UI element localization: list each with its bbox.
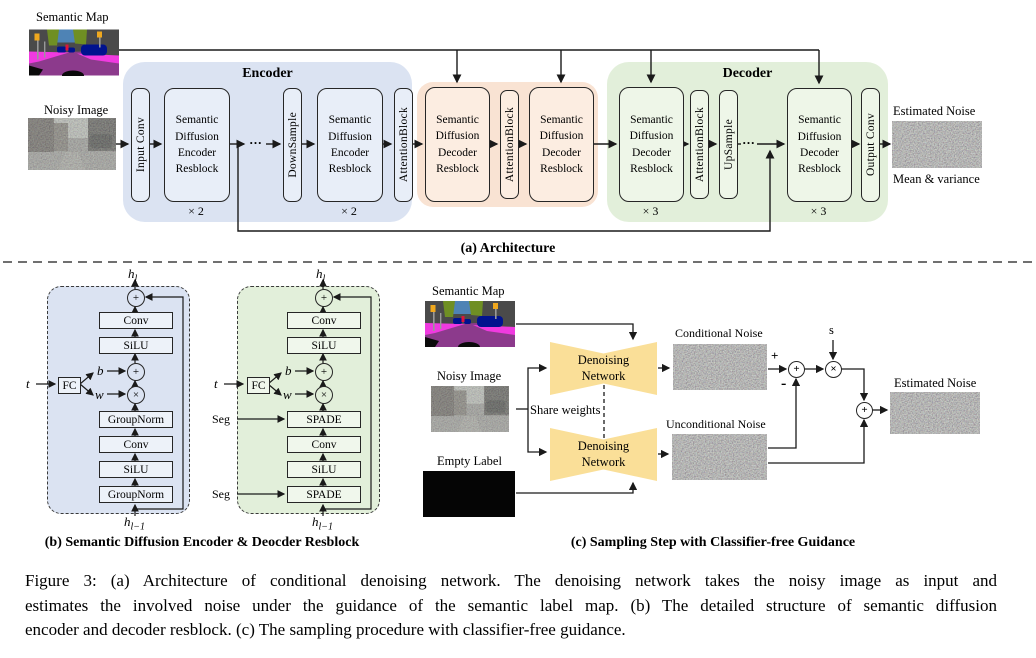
encoder-panel-conv-top: Conv (99, 312, 173, 329)
decoder-panel-conv-top: Conv (287, 312, 361, 329)
decoder-panel-skip-add-op: + (315, 289, 333, 307)
encoder-dots: ... (249, 132, 263, 147)
decoder-panel-seg-label-2: Seg (212, 487, 230, 501)
semantic-map-label-a: Semantic Map (36, 10, 109, 24)
decoder-panel-weight-label: w (283, 387, 292, 402)
caption-b: (b) Semantic Diffusion Encoder & Deocder… (44, 535, 360, 550)
mul-op: × (825, 361, 842, 378)
denoising-network-top-label: Denoising Network (577, 353, 630, 383)
encoder-resblock-2-mult: × 2 (341, 204, 357, 218)
encoder-panel-groupnorm-1: GroupNorm (99, 411, 173, 428)
unconditional-noise-label: Unconditional Noise (666, 417, 766, 431)
decoder-panel-weight-mul-op: × (315, 386, 333, 404)
encoder-title: Encoder (242, 66, 293, 81)
encoder-panel-silu-top: SiLU (99, 337, 173, 354)
decoder-panel-time-label: t (214, 376, 218, 391)
share-weights-label: Share weights (530, 403, 601, 417)
guidance-scale-label: s (829, 323, 834, 337)
encoder-panel-output-label: hl (128, 266, 138, 285)
decoder-panel-spade-1: SPADE (287, 411, 361, 428)
unconditional-noise-image (672, 434, 767, 480)
decoder-panel-silu-top: SiLU (287, 337, 361, 354)
encoder-panel-input-label: hl−1 (124, 514, 146, 533)
downsample-block: DownSample (283, 88, 302, 202)
encoder-panel-groupnorm-2: GroupNorm (99, 486, 173, 503)
decoder-panel-silu-bottom: SiLU (287, 461, 361, 478)
estimated-noise-image-c (890, 392, 980, 434)
estimated-noise-image-a (892, 121, 982, 168)
noisy-image-label-c: Noisy Image (437, 369, 502, 383)
encoder-panel-weight-label: w (95, 387, 104, 402)
figure-caption: Figure 3: (a) Architecture of conditiona… (25, 569, 997, 643)
caption-c: (c) Sampling Step with Classifier-free G… (570, 535, 856, 550)
middle-attention-block: AttentionBlock (500, 90, 519, 199)
minus-sign: - (781, 375, 787, 392)
encoder-resblock-2: Semantic Diffusion Encoder Resblock (317, 88, 383, 202)
semantic-map-label-c: Semantic Map (432, 284, 505, 298)
empty-label-image (423, 471, 515, 517)
decoder-resblock-2-mult: × 3 (810, 204, 827, 218)
encoder-panel-conv-bottom: Conv (99, 436, 173, 453)
estimated-noise-label-c: Estimated Noise (894, 376, 977, 390)
conditional-noise-label: Conditional Noise (675, 326, 763, 340)
decoder-title: Decoder (722, 66, 773, 81)
decoder-panel-conv-bottom: Conv (287, 436, 361, 453)
estimated-noise-label-a: Estimated Noise (893, 104, 976, 118)
noisy-image-c (425, 386, 515, 432)
encoder-panel-bias-label: b (97, 363, 104, 378)
caption-a: (a) Architecture (460, 241, 556, 256)
semantic-map-image-a (29, 29, 119, 76)
encoder-panel-fc-box: FC (58, 377, 81, 394)
decoder-panel-spade-2: SPADE (287, 486, 361, 503)
upsample-block: UpSample (719, 90, 738, 199)
decoder-resblock-1-mult: × 3 (642, 204, 659, 218)
decoder-panel-seg-label-1: Seg (212, 412, 230, 426)
encoder-panel-bias-add-op: + (127, 363, 145, 381)
noisy-image-label-a: Noisy Image (44, 103, 109, 117)
decoder-panel-bias-add-op: + (315, 363, 333, 381)
denoising-network-shapes (550, 342, 657, 481)
semantic-map-image-c (425, 301, 515, 347)
decoder-panel-input-label: hl−1 (312, 514, 334, 533)
encoder-panel-time-label: t (26, 376, 30, 391)
encoder-resblock-1: Semantic Diffusion Encoder Resblock (164, 88, 230, 202)
output-conv-block: Output Conv (861, 88, 880, 202)
encoder-panel-skip-add-op: + (127, 289, 145, 307)
decoder-resblock-1: Semantic Diffusion Decoder Resblock (619, 87, 684, 202)
figure-caption-line-1: Figure 3: (a) Architecture of conditiona… (25, 571, 997, 590)
empty-label-label: Empty Label (437, 454, 502, 468)
figure-caption-line-2: estimates the involved noise under the g… (25, 595, 997, 615)
add-op-2: + (856, 402, 873, 419)
conditional-noise-image (673, 344, 767, 390)
mean-variance-label: Mean & variance (893, 172, 980, 186)
figure-caption-line-3: encoder and decoder resblock. (c) The sa… (25, 620, 626, 639)
encoder-resblock-1-mult: × 2 (188, 204, 204, 218)
decoder-panel-output-label: hl (316, 266, 326, 285)
decoder-panel-bias-label: b (285, 363, 292, 378)
encoder-panel-silu-bottom: SiLU (99, 461, 173, 478)
decoder-panel-fc-box: FC (247, 377, 270, 394)
middle-decoder-resblock-2: Semantic Diffusion Decoder Resblock (529, 87, 594, 202)
decoder-resblock-2: Semantic Diffusion Decoder Resblock (787, 88, 852, 202)
add-op-1: + (788, 361, 805, 378)
encoder-panel-weight-mul-op: × (127, 386, 145, 404)
decoder-dots: ... (742, 132, 756, 147)
middle-decoder-resblock-1: Semantic Diffusion Decoder Resblock (425, 87, 490, 202)
noisy-image-a (28, 118, 116, 170)
plus-sign: + (771, 348, 779, 363)
denoising-network-bottom-label: Denoising Network (577, 439, 630, 469)
decoder-attention-block: AttentionBlock (690, 90, 709, 199)
encoder-attention-block: AttentionBlock (394, 88, 413, 202)
input-conv-block: Input Conv (131, 88, 150, 202)
